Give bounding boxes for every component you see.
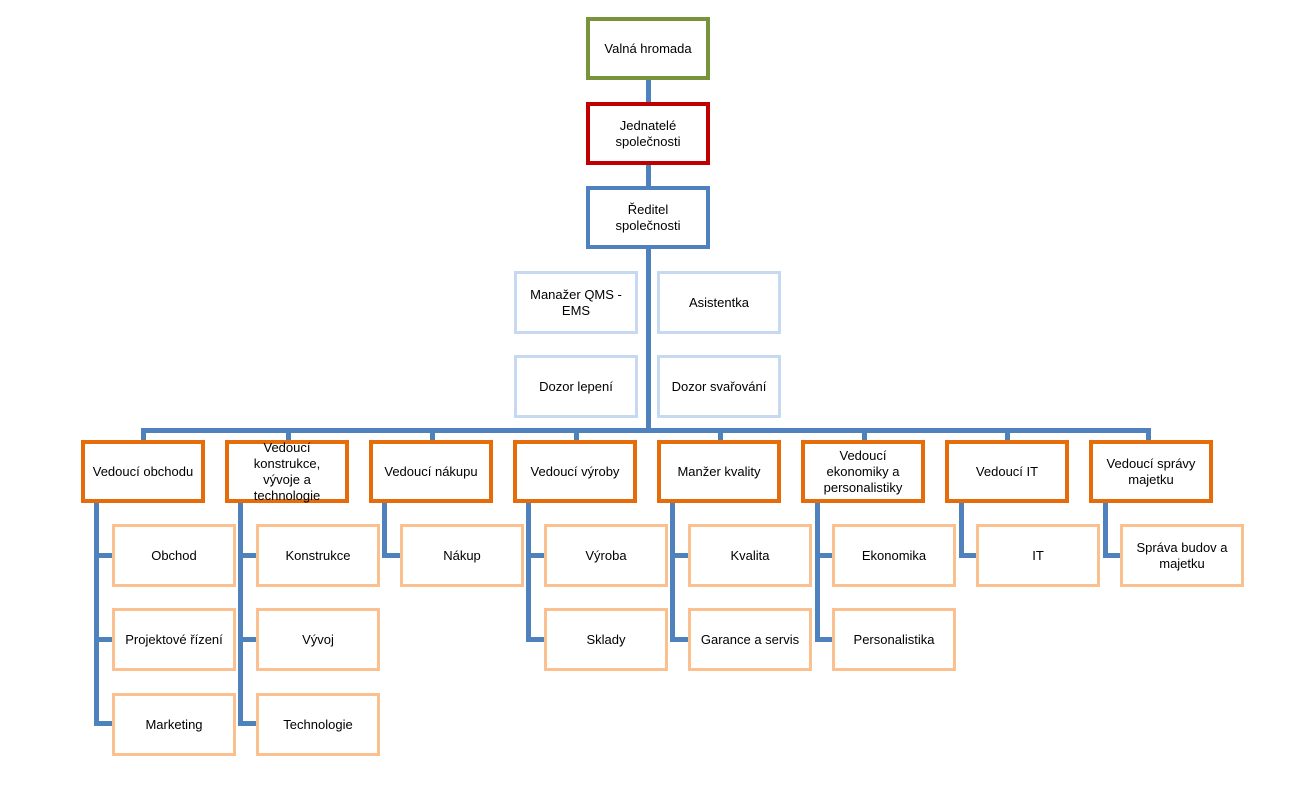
- connector-drop: [286, 428, 291, 442]
- node-department-head: Vedoucí obchodu: [81, 440, 205, 503]
- connector-tick: [238, 553, 260, 558]
- connector-tick: [815, 637, 837, 642]
- node-unit: Vývoj: [256, 608, 380, 671]
- connector-drop: [1005, 428, 1010, 442]
- connector-spine: [670, 501, 675, 642]
- connector-spine: [526, 501, 531, 642]
- node-unit: Správa budov a majetku: [1120, 524, 1244, 587]
- node-gluing-supervision: Dozor lepení: [514, 355, 638, 418]
- node-unit: Výroba: [544, 524, 668, 587]
- connector-tick: [238, 637, 260, 642]
- connector-spine: [815, 501, 820, 642]
- connector-tick: [815, 553, 837, 558]
- connector-drop: [862, 428, 867, 442]
- node-qms-manager: Manažer QMS - EMS: [514, 271, 638, 334]
- connector-tick: [1103, 553, 1125, 558]
- connector-spine: [238, 501, 243, 726]
- node-department-head: Vedoucí IT: [945, 440, 1069, 503]
- node-unit: Projektové řízení: [112, 608, 236, 671]
- connector-trunk: [646, 78, 651, 430]
- node-department-head: Vedoucí ekonomiky a personalistiky: [801, 440, 925, 503]
- connector-drop: [141, 428, 146, 442]
- connector-tick: [526, 553, 548, 558]
- connector-spine: [94, 501, 99, 726]
- node-department-head: Vedoucí konstrukce, vývoje a technologie: [225, 440, 349, 503]
- node-unit: Obchod: [112, 524, 236, 587]
- node-welding-supervision: Dozor svařování: [657, 355, 781, 418]
- node-unit: Garance a servis: [688, 608, 812, 671]
- node-unit: Technologie: [256, 693, 380, 756]
- node-unit: Kvalita: [688, 524, 812, 587]
- connector-tick: [959, 553, 981, 558]
- node-department-head: Vedoucí nákupu: [369, 440, 493, 503]
- connector-tick: [238, 721, 260, 726]
- connector-tick: [670, 553, 692, 558]
- node-unit: Ekonomika: [832, 524, 956, 587]
- connector-drop: [1146, 428, 1151, 442]
- connector-bus: [141, 428, 1149, 433]
- node-unit: IT: [976, 524, 1100, 587]
- connector-tick: [670, 637, 692, 642]
- connector-tick: [94, 553, 116, 558]
- connector-tick: [94, 721, 116, 726]
- node-unit: Sklady: [544, 608, 668, 671]
- connector-spine: [959, 501, 964, 558]
- connector-spine: [1103, 501, 1108, 558]
- node-general-meeting: Valná hromada: [586, 17, 710, 80]
- node-assistant: Asistentka: [657, 271, 781, 334]
- node-department-head: Vedoucí správy majetku: [1089, 440, 1213, 503]
- node-department-head: Vedoucí výroby: [513, 440, 637, 503]
- connector-drop: [718, 428, 723, 442]
- node-unit: Personalistika: [832, 608, 956, 671]
- node-unit: Marketing: [112, 693, 236, 756]
- node-executives: Jednatelé společnosti: [586, 102, 710, 165]
- connector-spine: [382, 501, 387, 558]
- node-department-head: Manžer kvality: [657, 440, 781, 503]
- node-director: Ředitel společnosti: [586, 186, 710, 249]
- connector-tick: [526, 637, 548, 642]
- connector-tick: [382, 553, 404, 558]
- connector-drop: [430, 428, 435, 442]
- node-unit: Konstrukce: [256, 524, 380, 587]
- connector-tick: [94, 637, 116, 642]
- connector-drop: [574, 428, 579, 442]
- node-unit: Nákup: [400, 524, 524, 587]
